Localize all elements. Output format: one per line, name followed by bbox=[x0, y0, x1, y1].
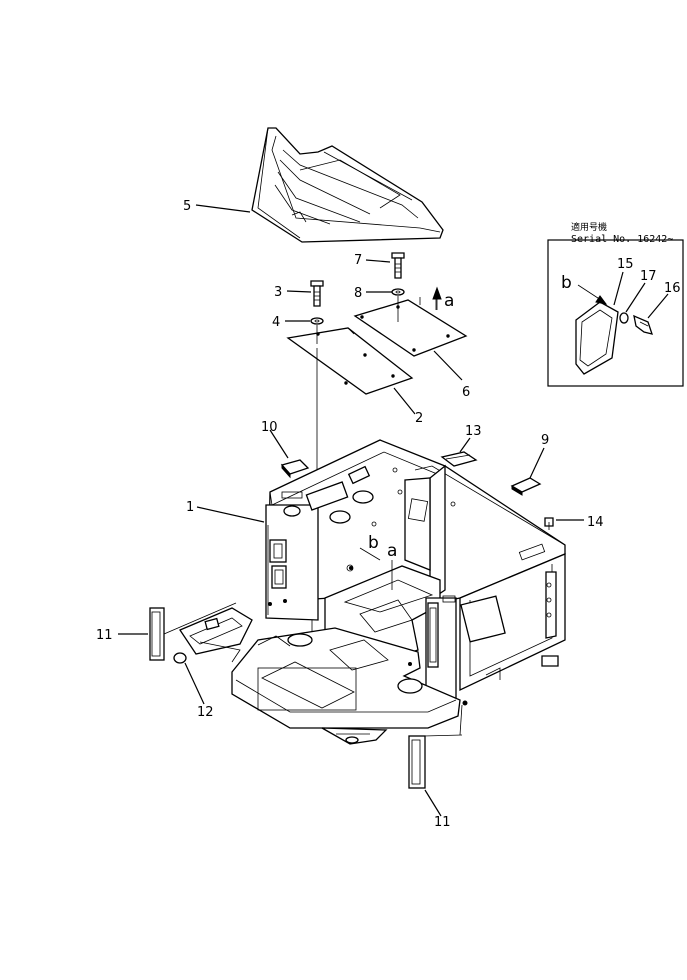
part-10-pad bbox=[280, 459, 310, 479]
callout-15: 15 bbox=[617, 257, 634, 272]
inset-detail-box bbox=[547, 239, 684, 387]
serial-prefix: 適用号機 bbox=[571, 221, 607, 233]
callout-9: 9 bbox=[541, 433, 549, 448]
view-arrows-top bbox=[432, 286, 442, 310]
callout-5: 5 bbox=[183, 199, 191, 214]
part-5-cover-plate bbox=[251, 127, 444, 243]
callout-16: 16 bbox=[664, 281, 681, 296]
callout-12: 12 bbox=[197, 705, 214, 720]
view-marker-a-main: a bbox=[387, 541, 397, 561]
callout-11-bottom: 11 bbox=[434, 815, 451, 830]
part-6-cover bbox=[353, 299, 468, 357]
callout-2: 2 bbox=[415, 411, 423, 426]
part-13-pad bbox=[440, 451, 478, 467]
callout-17: 17 bbox=[640, 269, 657, 284]
part-9-pad bbox=[510, 477, 542, 496]
callout-4: 4 bbox=[272, 315, 280, 330]
leader-lines bbox=[118, 204, 584, 817]
callout-11-left: 11 bbox=[96, 628, 113, 643]
callout-3: 3 bbox=[274, 285, 282, 300]
callout-8: 8 bbox=[354, 286, 362, 301]
callout-10: 10 bbox=[261, 420, 278, 435]
part-11-pad-left bbox=[149, 607, 165, 661]
callout-6: 6 bbox=[462, 385, 470, 400]
part-2-cover bbox=[286, 327, 414, 395]
view-marker-a-top: a bbox=[444, 291, 454, 311]
view-marker-b-main: b bbox=[368, 533, 379, 553]
part-3-bolt bbox=[310, 280, 324, 307]
part-4-washer bbox=[310, 317, 324, 325]
view-marker-b-inset: b bbox=[561, 273, 572, 293]
serial-number: Serial No. 16242~ bbox=[571, 234, 673, 245]
callout-13: 13 bbox=[465, 424, 482, 439]
part-12-plug bbox=[173, 652, 187, 664]
part-14-nut bbox=[544, 517, 554, 530]
callout-7: 7 bbox=[354, 253, 362, 268]
part-11-pad-bottom bbox=[408, 735, 426, 789]
part-1-main-frame bbox=[179, 439, 566, 745]
callout-14: 14 bbox=[587, 515, 604, 530]
callout-1: 1 bbox=[186, 500, 194, 515]
part-8-washer bbox=[391, 288, 405, 296]
part-7-bolt bbox=[391, 252, 405, 279]
